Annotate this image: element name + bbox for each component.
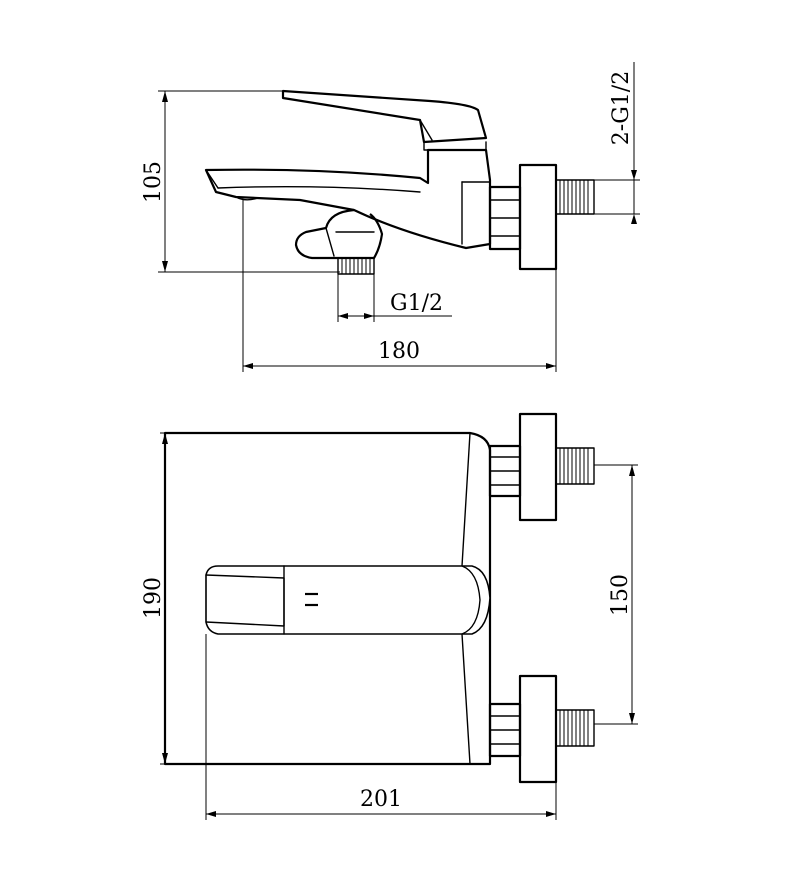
dim-width-201: 201 [205, 634, 557, 820]
front-view: 190 150 201 [141, 412, 638, 820]
front-upper-inlet [488, 412, 595, 522]
side-view: 105 G1/2 180 2-G1/2 [141, 62, 640, 372]
dim-outlet-thread: G1/2 [337, 274, 452, 322]
dim-centers-150: 150 [594, 464, 638, 725]
front-lever [205, 565, 491, 635]
dim-height-105: 105 [141, 90, 340, 273]
dim-label-105: 105 [141, 161, 166, 203]
wall-flange [518, 163, 558, 271]
dim-label-201: 201 [360, 787, 402, 812]
dim-width-180: 180 [242, 200, 557, 372]
inlet-thread [555, 179, 595, 215]
hex-nut [488, 185, 522, 251]
front-body [163, 431, 492, 766]
dim-label-2g12: 2-G1/2 [609, 71, 634, 145]
dim-label-180: 180 [378, 339, 420, 364]
dim-label-150: 150 [608, 574, 633, 616]
diverter-knob [294, 208, 384, 260]
dim-inlet-thread: 2-G1/2 [594, 62, 640, 224]
front-lower-inlet [488, 674, 595, 784]
spout-body [204, 148, 492, 250]
dim-label-g12: G1/2 [390, 291, 443, 316]
dim-label-190: 190 [141, 577, 166, 619]
lever-handle [281, 89, 488, 151]
dim-height-190: 190 [141, 432, 168, 765]
outlet-thread [337, 257, 375, 275]
